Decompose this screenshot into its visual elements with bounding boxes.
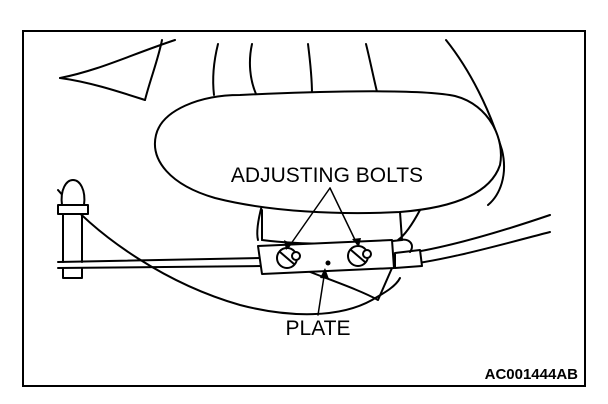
adjusting-bolt-left	[276, 247, 301, 269]
arrowhead-bolts-right	[352, 238, 361, 247]
cable-right-upper	[394, 214, 551, 256]
cable-end-fitting	[394, 249, 423, 269]
adjusting-bolt-right	[347, 245, 372, 267]
air-cleaner-housing	[154, 90, 502, 215]
figure-frame	[22, 30, 586, 387]
mounting-stud	[57, 179, 89, 279]
cable-boot	[399, 238, 413, 253]
leader-bolts-left	[287, 187, 331, 249]
throttle-body	[261, 209, 403, 245]
cable-left-upper	[57, 257, 263, 263]
arrowhead-plate	[320, 268, 329, 279]
plate-label: PLATE	[286, 317, 351, 340]
cable-left-lower	[57, 265, 263, 269]
figure-code: AC001444AB	[485, 366, 579, 383]
adjusting-bolts-label: ADJUSTING BOLTS	[231, 164, 423, 187]
arrowhead-bolts-left	[284, 240, 292, 250]
plate-pivot-pin	[325, 260, 331, 266]
leader-bolts-right	[329, 187, 358, 245]
